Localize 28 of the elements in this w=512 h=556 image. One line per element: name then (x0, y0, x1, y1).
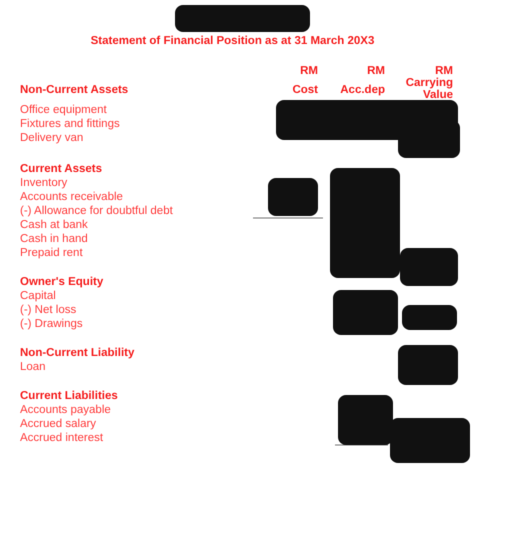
statement-title: Statement of Financial Position as at 31 March 20X3 (90, 34, 376, 48)
line-item: Cash in hand (20, 232, 88, 246)
column-heading: Cost (292, 83, 318, 97)
line-item: Fixtures and fittings (20, 117, 120, 131)
column-heading: RM (367, 64, 385, 78)
column-heading: Carrying Value (404, 77, 453, 101)
line-item: Accrued salary (20, 417, 96, 431)
line-item: Office equipment (20, 103, 107, 117)
section-heading: Current Assets (20, 162, 102, 176)
section-heading: Non-Current Assets (20, 83, 128, 97)
section-heading: Non-Current Liability (20, 346, 134, 360)
line-item: Capital (20, 289, 56, 303)
line-item: Delivery van (20, 131, 84, 145)
line-item: Inventory (20, 176, 68, 190)
line-item: Loan (20, 360, 46, 374)
line-item: (-) Net loss (20, 303, 76, 317)
section-heading: Current Liabilities (20, 389, 118, 403)
line-item: Accounts payable (20, 403, 111, 417)
line-item: (-) Drawings (20, 317, 83, 331)
line-item: Accounts receivable (20, 190, 123, 204)
line-item: (-) Allowance for doubtful debt (20, 204, 173, 218)
line-item: Accrued interest (20, 431, 104, 445)
line-item: Prepaid rent (20, 246, 83, 260)
line-item: Cash at bank (20, 218, 88, 232)
column-heading: Acc.dep (340, 83, 385, 97)
section-heading: Owner's Equity (20, 275, 104, 289)
column-heading: RM (300, 64, 318, 78)
column-heading: RM (435, 64, 453, 78)
